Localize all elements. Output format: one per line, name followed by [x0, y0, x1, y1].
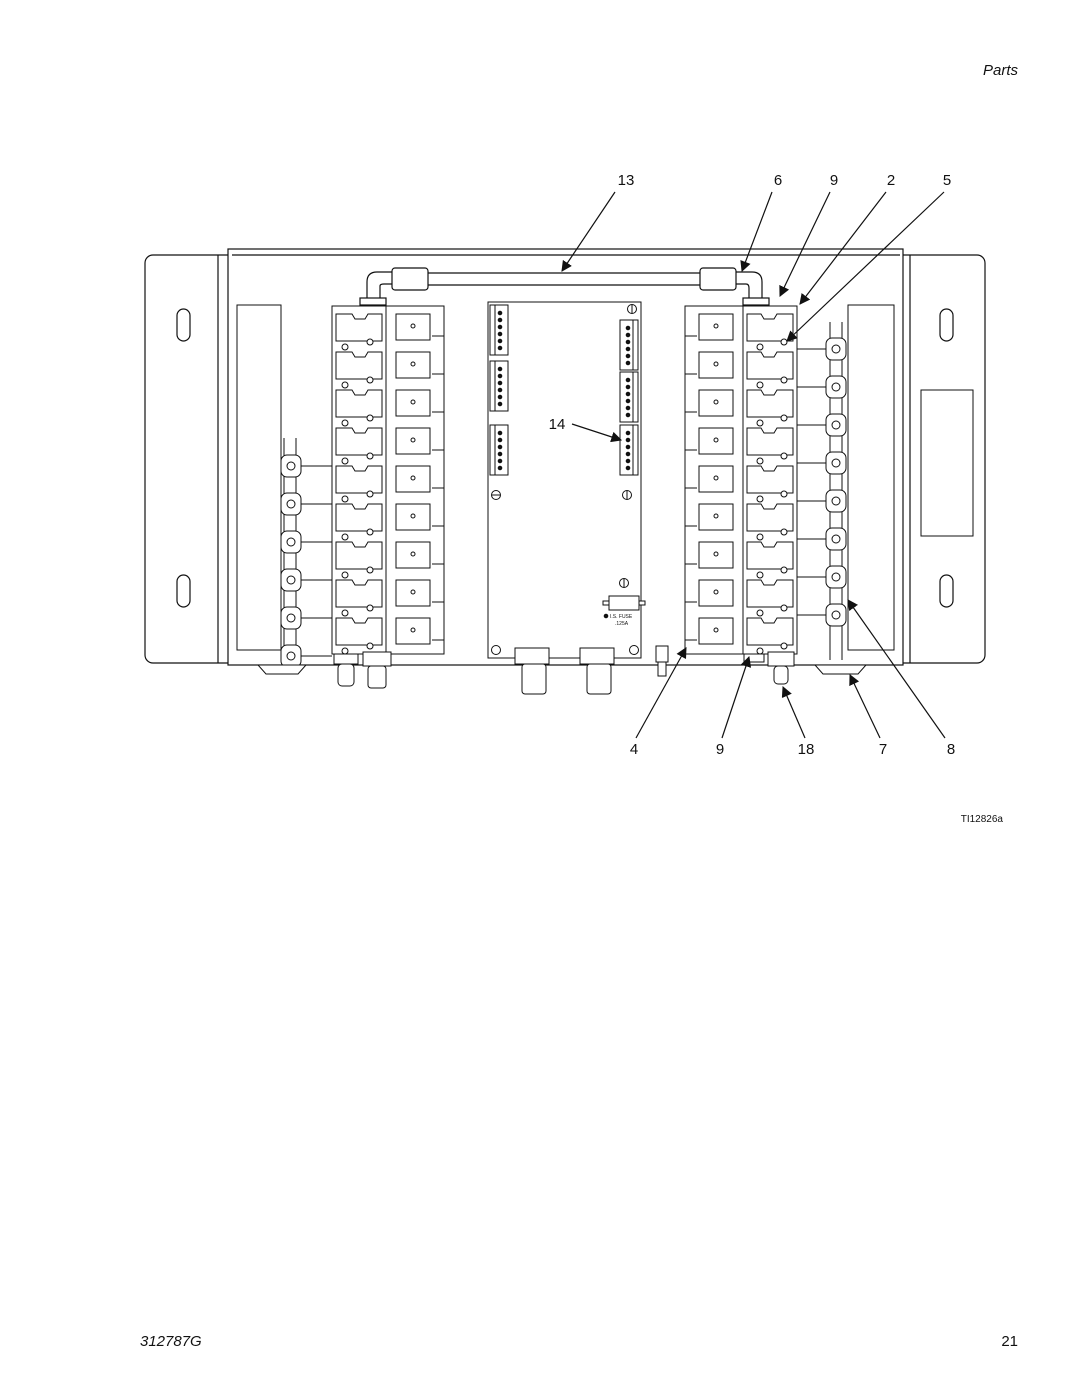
left-valve-bank: [331, 305, 445, 655]
callout-7: 7: [879, 741, 887, 758]
figure-reference: TI12826a: [961, 814, 1004, 825]
bottom-connectors: [256, 645, 868, 695]
callout-2: 2: [887, 172, 895, 189]
callout-6: 6: [774, 172, 782, 189]
callout-4: 4: [630, 741, 638, 758]
callout-18: 18: [798, 741, 815, 758]
right-valve-bank: [684, 305, 798, 655]
callout-9-top: 9: [830, 172, 838, 189]
callout-5: 5: [943, 172, 951, 189]
callout-13: 13: [618, 172, 635, 189]
left-push-fittings: [280, 438, 333, 668]
document-number: 312787G: [140, 1333, 202, 1350]
leader-lines: [561, 191, 946, 739]
callout-14: 14: [549, 416, 566, 433]
callout-8: 8: [947, 741, 955, 758]
side-panels: [236, 304, 974, 651]
callout-9-bottom: 9: [716, 741, 724, 758]
right-push-fittings: [796, 322, 847, 660]
fuse-label-line1: I.S. FUSE: [610, 614, 633, 620]
mounting-slots: [176, 308, 954, 608]
top-air-tube: [359, 267, 770, 306]
control-board: [487, 301, 646, 659]
section-title: Parts: [982, 62, 1018, 79]
page-number: 21: [1001, 1333, 1018, 1350]
fuse-label-line2: .125A: [615, 621, 629, 627]
